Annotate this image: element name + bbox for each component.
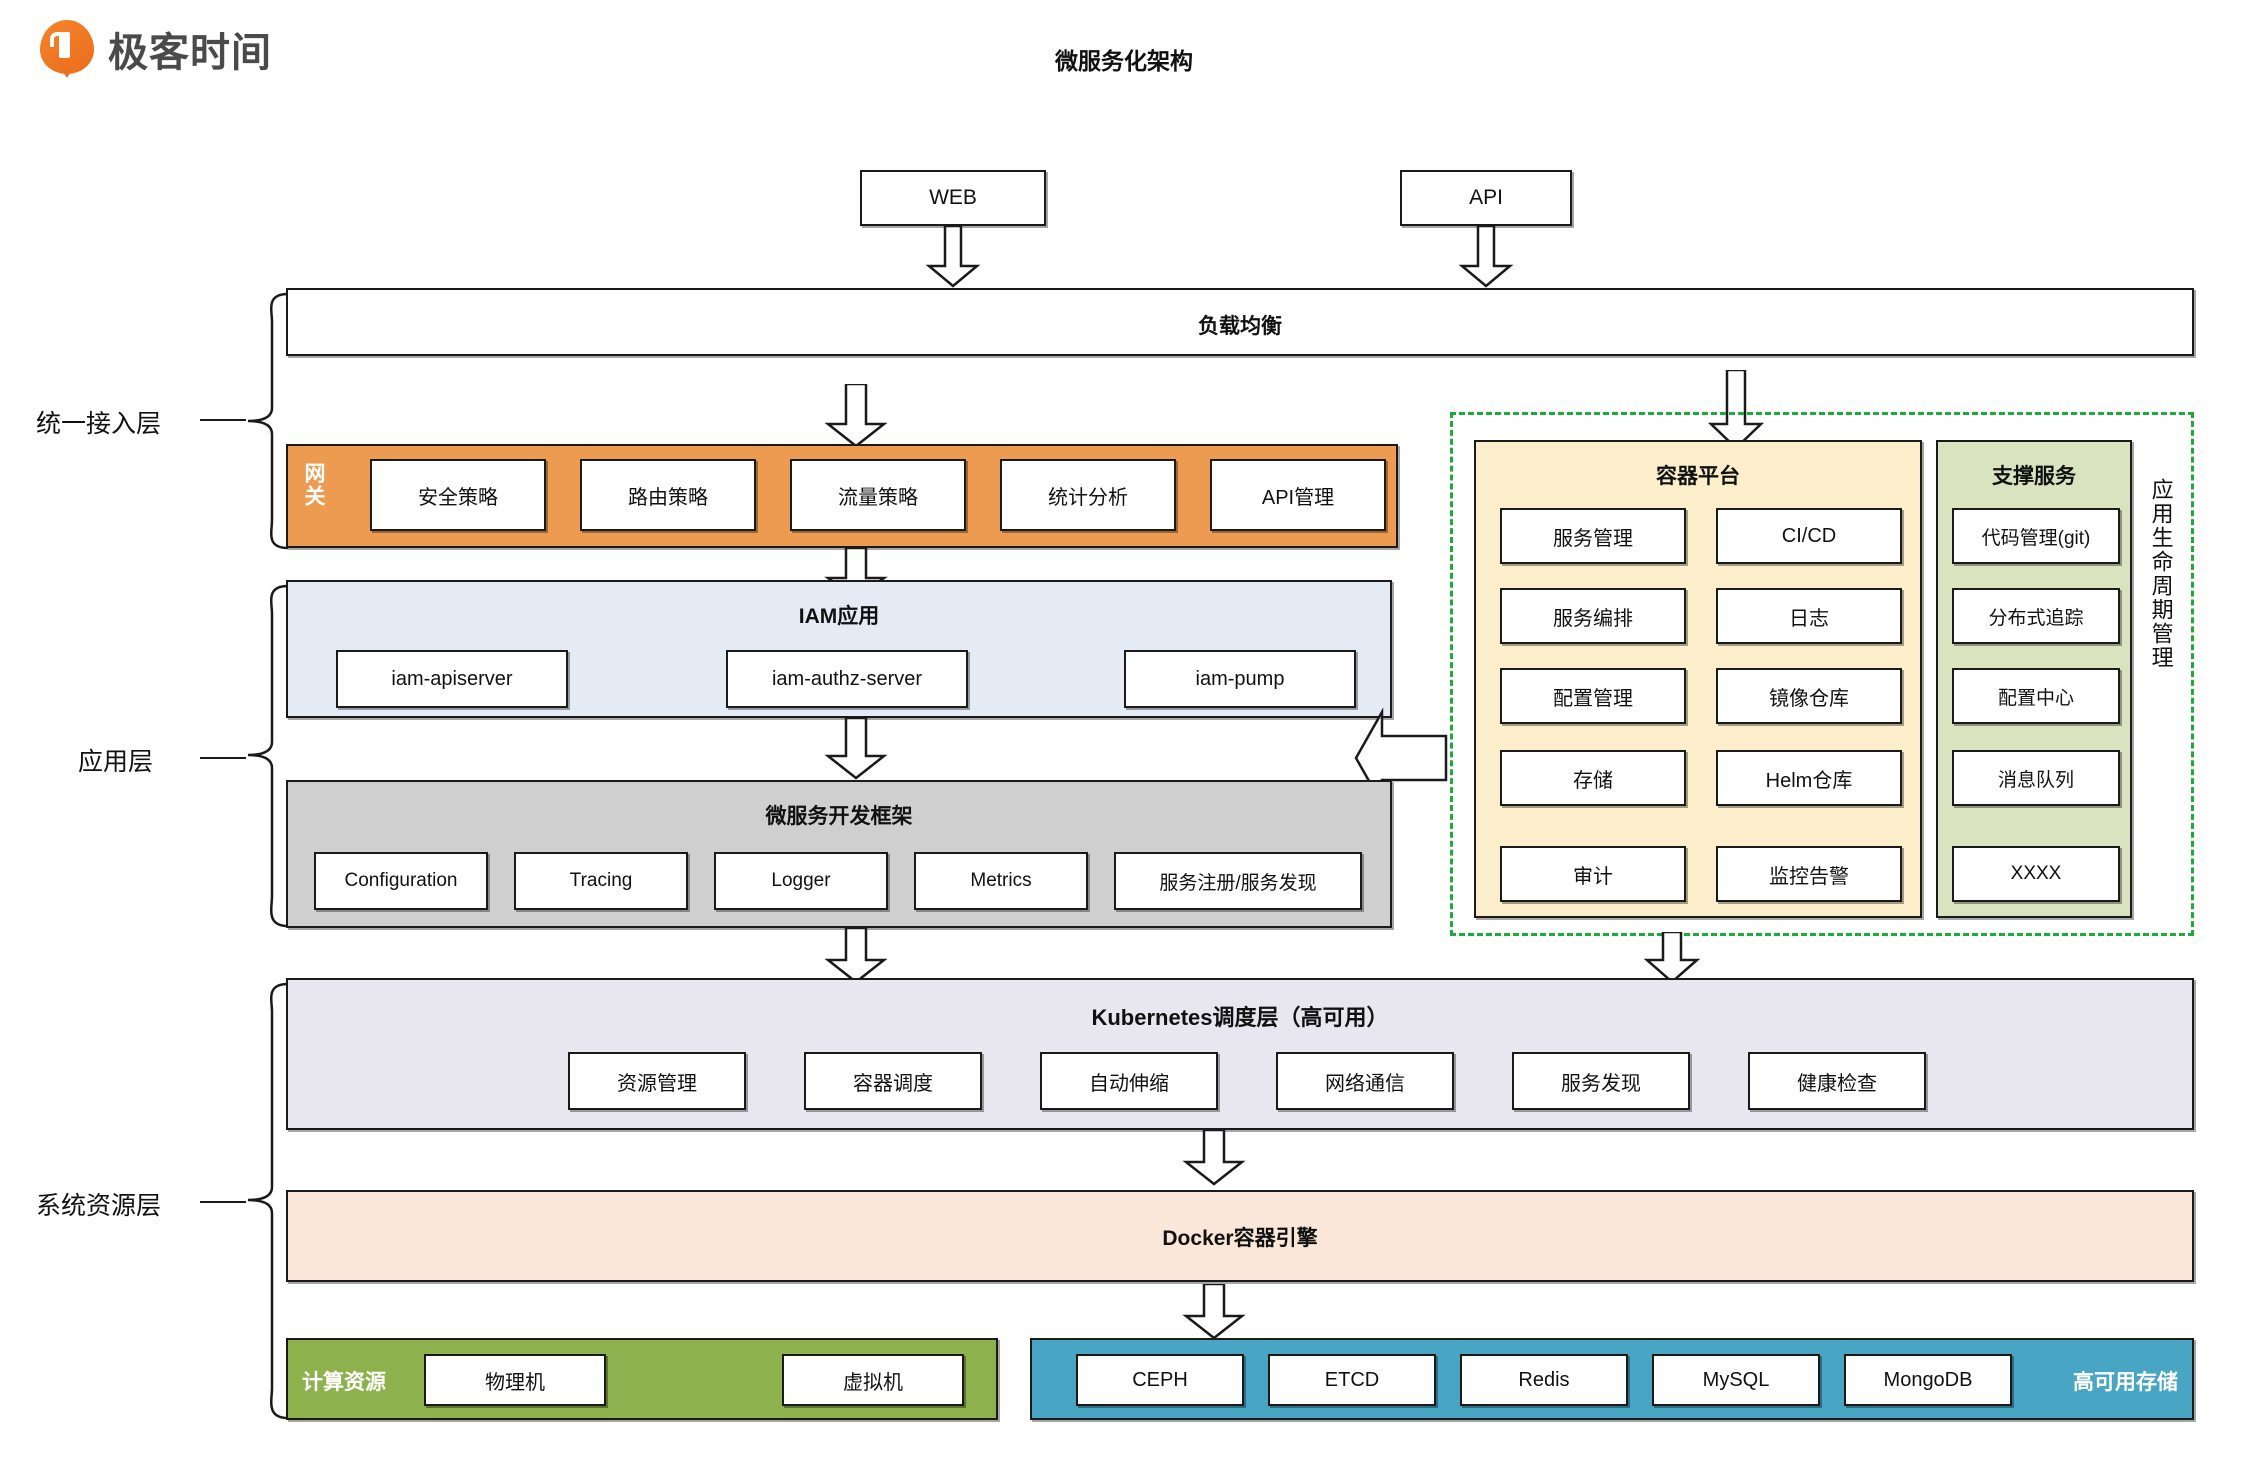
load-balancer-panel: 负载均衡	[286, 288, 2194, 356]
framework-item-metrics[interactable]: Metrics	[914, 852, 1088, 910]
compute-item-physical-machine[interactable]: 物理机	[424, 1354, 606, 1406]
gateway-item-security[interactable]: 安全策略	[370, 459, 546, 531]
kubernetes-item-resource-management[interactable]: 资源管理	[568, 1052, 746, 1110]
platform-item-image-registry[interactable]: 镜像仓库	[1716, 668, 1902, 724]
storage-item-mongodb[interactable]: MongoDB	[1844, 1354, 2012, 1406]
kubernetes-item-networking[interactable]: 网络通信	[1276, 1052, 1454, 1110]
platform-item-logging[interactable]: 日志	[1716, 588, 1902, 644]
brand-name: 极客时间	[108, 31, 272, 75]
platform-item-service-orchestration[interactable]: 服务编排	[1500, 588, 1686, 644]
gateway-item-analytics[interactable]: 统计分析	[1000, 459, 1176, 531]
layer-label-system: 系统资源层	[36, 1192, 162, 1220]
iam-item-authz-server[interactable]: iam-authz-server	[726, 650, 968, 708]
container-platform-title: 容器平台	[1656, 465, 1740, 488]
storage-item-etcd[interactable]: ETCD	[1268, 1354, 1436, 1406]
compute-side-label: 计算资源	[302, 1371, 386, 1394]
platform-item-service-management[interactable]: 服务管理	[1500, 508, 1686, 564]
entrypoint-web: WEB	[860, 170, 1046, 226]
platform-item-storage[interactable]: 存储	[1500, 750, 1686, 806]
load-balancer-title: 负载均衡	[1198, 315, 1282, 338]
support-item-distributed-tracing[interactable]: 分布式追踪	[1952, 588, 2120, 644]
arrow-kubernetes-to-docker	[1180, 1130, 1248, 1186]
storage-side-label: 高可用存储	[2073, 1371, 2178, 1394]
kubernetes-item-autoscaling[interactable]: 自动伸缩	[1040, 1052, 1218, 1110]
brace-connector-system	[200, 1201, 246, 1203]
kubernetes-item-service-discovery[interactable]: 服务发现	[1512, 1052, 1690, 1110]
arrow-docker-to-storage	[1180, 1284, 1248, 1340]
kubernetes-title: Kubernetes调度层（高可用）	[1091, 1005, 1389, 1030]
arrow-web-to-lb	[925, 226, 981, 288]
support-services-title: 支撑服务	[1992, 465, 2076, 488]
arrow-lb-to-container-platform	[1706, 370, 1766, 450]
framework-item-logger[interactable]: Logger	[714, 852, 888, 910]
entrypoint-api: API	[1400, 170, 1572, 226]
lifecycle-side-label: 应用生命周期管理	[2148, 478, 2174, 670]
geektime-pin-icon	[40, 20, 94, 78]
brace-connector-application	[200, 757, 246, 759]
storage-item-mysql[interactable]: MySQL	[1652, 1354, 1820, 1406]
framework-item-tracing[interactable]: Tracing	[514, 852, 688, 910]
support-item-code-management[interactable]: 代码管理(git)	[1952, 508, 2120, 564]
arrow-api-to-lb	[1458, 226, 1514, 288]
storage-item-redis[interactable]: Redis	[1460, 1354, 1628, 1406]
platform-item-helm-registry[interactable]: Helm仓库	[1716, 750, 1902, 806]
brace-connector-access	[200, 419, 246, 421]
arrow-lb-to-gateway	[822, 384, 890, 448]
gateway-item-route[interactable]: 路由策略	[580, 459, 756, 531]
kubernetes-item-container-scheduling[interactable]: 容器调度	[804, 1052, 982, 1110]
layer-label-application: 应用层	[78, 748, 154, 776]
framework-item-configuration[interactable]: Configuration	[314, 852, 488, 910]
arrow-platform-to-kubernetes	[1642, 932, 1702, 984]
storage-item-ceph[interactable]: CEPH	[1076, 1354, 1244, 1406]
platform-item-config-management[interactable]: 配置管理	[1500, 668, 1686, 724]
support-item-placeholder[interactable]: XXXX	[1952, 846, 2120, 902]
layer-label-access: 统一接入层	[36, 410, 162, 438]
gateway-side-label: 网关	[302, 462, 326, 508]
gateway-item-api-management[interactable]: API管理	[1210, 459, 1386, 531]
arrow-iam-to-framework	[822, 718, 890, 780]
iam-title: IAM应用	[798, 605, 880, 628]
kubernetes-item-health-check[interactable]: 健康检查	[1748, 1052, 1926, 1110]
brace-system-layer	[246, 982, 290, 1420]
iam-item-apiserver[interactable]: iam-apiserver	[336, 650, 568, 708]
platform-item-cicd[interactable]: CI/CD	[1716, 508, 1902, 564]
docker-panel: Docker容器引擎	[286, 1190, 2194, 1282]
microservice-framework-title: 微服务开发框架	[765, 805, 913, 828]
brace-access-layer	[246, 292, 290, 550]
docker-title: Docker容器引擎	[1162, 1227, 1318, 1250]
arrow-framework-to-kubernetes	[822, 928, 890, 984]
brace-application-layer	[246, 584, 290, 928]
page-title: 微服务化架构	[1055, 48, 1193, 74]
support-item-message-queue[interactable]: 消息队列	[1952, 750, 2120, 806]
support-item-config-center[interactable]: 配置中心	[1952, 668, 2120, 724]
gateway-item-traffic[interactable]: 流量策略	[790, 459, 966, 531]
compute-item-virtual-machine[interactable]: 虚拟机	[782, 1354, 964, 1406]
lifecycle-dashed-border	[1450, 412, 2194, 936]
platform-item-monitoring-alerting[interactable]: 监控告警	[1716, 846, 1902, 902]
iam-item-pump[interactable]: iam-pump	[1124, 650, 1356, 708]
platform-item-audit[interactable]: 审计	[1500, 846, 1686, 902]
framework-item-service-registry[interactable]: 服务注册/服务发现	[1114, 852, 1362, 910]
brand-logo: 极客时间	[40, 20, 272, 78]
